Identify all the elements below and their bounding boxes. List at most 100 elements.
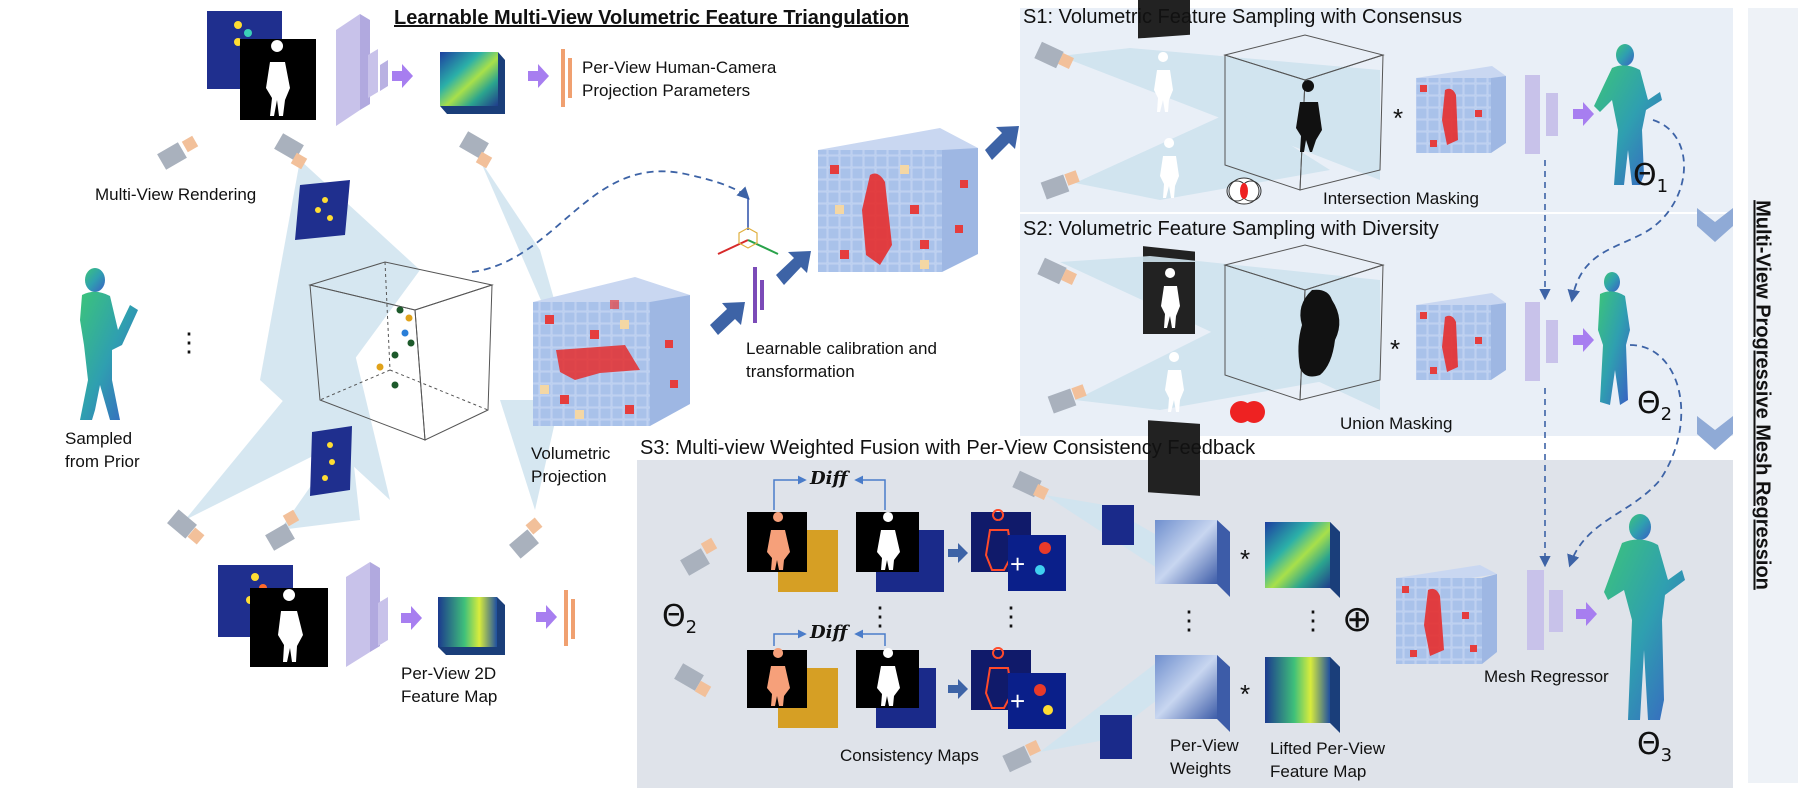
s2-regressor-cnn [1525, 302, 1558, 381]
s1-feature-volume [1416, 66, 1506, 153]
per-view-weights-cube-1 [1155, 520, 1230, 597]
projection-params-line2: Projection Parameters [582, 81, 751, 100]
sampled-label-line1: Sampled [65, 429, 133, 448]
final-output-human [1604, 514, 1685, 720]
page-title: Learnable Multi-View Volumetric Feature … [394, 7, 909, 29]
s3-arrow-row2 [948, 679, 968, 699]
s2-beams [1060, 256, 1380, 410]
diff-label-bottom: Diff [810, 622, 848, 643]
s1-beams [1060, 48, 1380, 200]
consistency-map-2 [971, 647, 1066, 729]
diff-bracket-top [773, 475, 886, 510]
intersection-mask-icon [1226, 177, 1262, 205]
dashed-arrow-to-axis [471, 170, 750, 273]
camera-icon-left-3 [459, 131, 493, 169]
camera-icon-s1-bottom [1040, 170, 1080, 200]
silhouette-1 [856, 512, 944, 592]
camera-icon-s1-top [1034, 41, 1074, 69]
mesh-regressor-cnn [1527, 570, 1563, 650]
volumetric-projection-cube [533, 277, 690, 426]
bottom-arrow-2 [536, 605, 557, 629]
per-view-weights-line2: Weights [1170, 759, 1232, 778]
s2-output-human [1598, 272, 1630, 405]
plus-sign-1: + [1010, 549, 1026, 579]
dashed-arrow-s2-to-s3 [1567, 344, 1683, 568]
mesh-regressor-label: Mesh Regressor [1484, 667, 1609, 686]
lifted-feature-map-1 [1265, 522, 1340, 598]
bottom-orange-bar-1 [564, 590, 568, 646]
camera-icon-left-4 [167, 509, 205, 545]
sampled-human-figure [80, 268, 138, 420]
theta-2-input: Θ2 [662, 599, 698, 638]
s1-output-arrow [1573, 102, 1594, 126]
theta-3: Θ3 [1637, 727, 1673, 766]
bottom-orange-bar-2 [571, 599, 575, 639]
star-weights-2: * [1240, 679, 1251, 709]
sampled-label-line2: from Prior [65, 452, 140, 471]
bottom-arrow-1 [401, 606, 422, 630]
navy-arrow-3 [985, 126, 1019, 160]
camera-icon-s2-bottom [1047, 384, 1087, 414]
camera-icon-s3-3 [1012, 470, 1049, 500]
lifted-feature-map-2 [1265, 657, 1340, 733]
calibration-label-line2: transformation [746, 362, 855, 381]
per-view-weights-cube-2 [1155, 655, 1230, 732]
transformed-volume-cube [818, 128, 978, 272]
feature-map-label-line1: Per-View 2D [401, 664, 497, 683]
small-heatmap-2 [1100, 715, 1132, 759]
dashed-arrow-s1-to-s2 [1567, 119, 1685, 303]
fused-feature-volume [1396, 565, 1497, 664]
star-weights-1: * [1240, 544, 1251, 574]
top-arrow-1 [392, 64, 413, 88]
multi-view-rendering-label: Multi-View Rendering [95, 185, 257, 204]
rendered-heatmap-2 [310, 426, 352, 496]
navy-arrow-1 [710, 302, 745, 335]
s3-heading: S3: Multi-view Weighted Fusion with Per-… [640, 437, 1256, 459]
top-orange-bar-1 [561, 49, 565, 107]
calibration-label-line1: Learnable calibration and [746, 339, 937, 358]
s1-heading: S1: Volumetric Feature Sampling with Con… [1023, 6, 1463, 28]
camera-icon-left-6 [509, 517, 543, 559]
camera-icon-s3-4 [1002, 740, 1041, 773]
intersection-masking-label: Intersection Masking [1323, 189, 1479, 208]
camera-icon-s2-top [1037, 257, 1077, 285]
navy-arrow-2 [776, 251, 811, 285]
s3-output-arrow [1576, 602, 1597, 626]
diff-label-top: Diff [810, 468, 848, 489]
diff-bracket-bottom [773, 629, 886, 646]
rendered-person-2 [747, 648, 838, 728]
top-orange-bar-2 [568, 58, 572, 98]
dots-col-2: ⋮ [998, 601, 1024, 631]
camera-icon-left-5 [265, 509, 300, 551]
theta-2: Θ2 [1637, 386, 1673, 425]
consistency-map-1 [971, 509, 1066, 591]
keypoint-cube [308, 261, 494, 441]
rendered-heatmap-1 [295, 180, 350, 240]
s2-silhouette-bottom [1148, 352, 1200, 496]
silhouette-2 [856, 648, 936, 728]
s2-union-body [1298, 289, 1340, 377]
chevron-down-icon-1 [1697, 208, 1733, 242]
theta-1: Θ1 [1633, 158, 1669, 197]
camera-icon-left-2 [274, 133, 308, 170]
volumetric-projection-line2: Projection [531, 467, 607, 486]
lifted-feature-line1: Lifted Per-View [1270, 739, 1385, 758]
s1-silhouette-top [1138, 0, 1190, 112]
top-render-stack [207, 11, 316, 120]
dots-col-1: ⋮ [867, 601, 893, 631]
feature-map-label-line2: Feature Map [401, 687, 498, 706]
dots-col-3: ⋮ [1176, 605, 1202, 635]
coordinate-axis-icon [717, 198, 779, 323]
rendered-person-1 [747, 512, 838, 592]
sidebar-panel [1748, 8, 1798, 783]
camera-icon-s3-1 [680, 537, 718, 576]
camera-icon-s3-2 [674, 663, 712, 698]
s1-output-human [1594, 44, 1662, 185]
projection-params-line1: Per-View Human-Camera [582, 58, 777, 77]
vertical-dots-left: ⋮ [176, 327, 202, 357]
bottom-feature-map [438, 597, 505, 655]
top-arrow-2 [528, 64, 549, 88]
s3-arrow-row1 [948, 543, 968, 563]
chevron-down-icon-2 [1697, 416, 1733, 450]
